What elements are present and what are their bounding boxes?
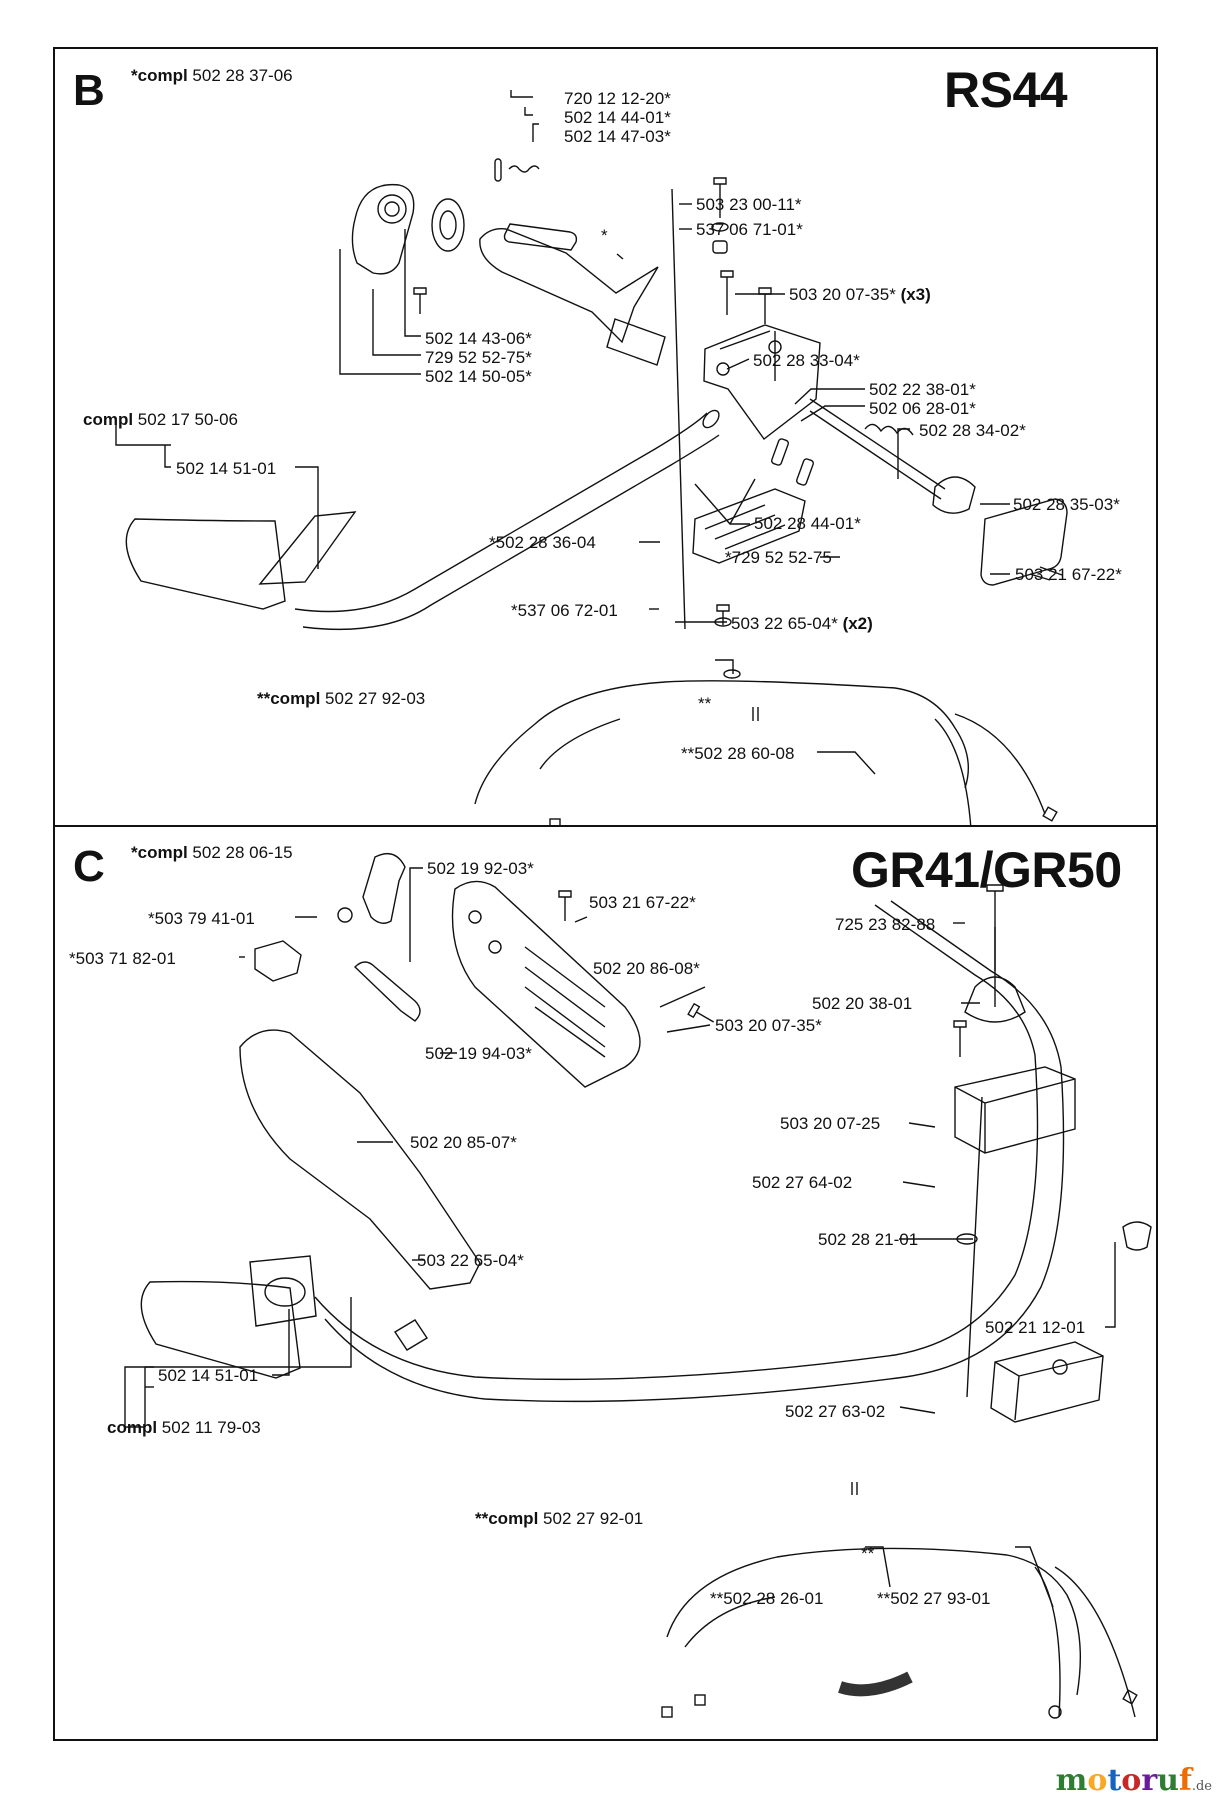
label-502-20-85-07: 502 20 85-07*: [410, 1133, 517, 1152]
panel-b-handle-assembly: compl 502 17 50-06: [83, 411, 238, 428]
label-503-20-07-25: 503 20 07-25: [780, 1114, 881, 1133]
label-502-28-26-01: **502 28 26-01: [710, 1589, 824, 1608]
wm-letter-o2: o: [1121, 1763, 1142, 1798]
label-503-21-67-22-b: 503 21 67-22*: [1015, 565, 1122, 584]
label-502-14-50-05: 502 14 50-05*: [425, 367, 532, 386]
panel-b-cable-assembly-prefix: **compl: [257, 689, 321, 708]
panel-b-illustration: [115, 90, 1068, 827]
motoruf-watermark-logo: motoruf.de: [1056, 1766, 1212, 1796]
label-502-28-36-04: *502 28 36-04: [489, 533, 596, 552]
label-star-c: **: [861, 1544, 875, 1563]
label-502-14-43-06: 502 14 43-06*: [425, 329, 532, 348]
label-502-27-63-02: 502 27 63-02: [785, 1402, 886, 1421]
label-502-21-12-01: 502 21 12-01: [985, 1318, 1086, 1337]
panel-c-handle-assembly-number: 502 11 79-03: [161, 1418, 261, 1437]
label-502-28-60-08: **502 28 60-08: [681, 744, 795, 763]
wm-letter-r: r: [1141, 1763, 1158, 1798]
label-725-23-82-88: 725 23 82-88: [835, 915, 936, 934]
wm-letter-u: u: [1157, 1763, 1179, 1798]
panel-c-letter: C: [73, 842, 105, 891]
wm-letter-o: o: [1087, 1763, 1108, 1798]
panel-b-assembly-number: 502 28 37-06: [192, 66, 293, 85]
panel-b-cable-assembly-number: 502 27 92-03: [325, 689, 426, 708]
panel-b-model: RS44: [944, 62, 1068, 118]
label-502-22-38-01: 502 22 38-01*: [869, 380, 976, 399]
panel-c-cable-assembly-prefix: **compl: [475, 1509, 539, 1528]
label-star-b: **: [698, 694, 712, 713]
label-503-71-82-01: *503 71 82-01: [69, 949, 176, 968]
label-503-23-00-11: 503 23 00-11*: [696, 195, 802, 214]
label-502-28-33-04: 502 28 33-04*: [753, 351, 860, 370]
label-503-20-07-35: 503 20 07-35* (x3): [789, 286, 931, 303]
label-503-22-65-04-c: 503 22 65-04*: [417, 1251, 524, 1270]
panel-c-gr41-gr50: C GR41/GR50 *compl 502 28 06-15 502 19 9…: [53, 825, 1158, 1741]
label-503-79-41-01: *503 79 41-01: [148, 909, 255, 928]
label-grip-star: *: [601, 226, 608, 245]
label-502-06-28-01: 502 06 28-01*: [869, 399, 976, 418]
label-720-12-12-20: 720 12 12-20*: [564, 89, 671, 108]
panel-c-assembly: *compl 502 28 06-15: [131, 844, 293, 861]
wm-letter-t: t: [1107, 1763, 1122, 1798]
label-502-14-51-01-c: 502 14 51-01: [158, 1366, 259, 1385]
label-503-21-67-22-c: 503 21 67-22*: [589, 893, 696, 912]
label-503-22-65-04-b: 503 22 65-04* (x2): [731, 615, 873, 632]
label-502-14-51-01-b: 502 14 51-01: [176, 459, 277, 478]
panel-b-assembly: *compl 502 28 37-06: [131, 67, 293, 84]
label-502-19-92-03: 502 19 92-03*: [427, 859, 534, 878]
label-502-14-44-01: 502 14 44-01*: [564, 108, 671, 127]
label-502-27-93-01: **502 27 93-01: [877, 1589, 991, 1608]
label-503-20-07-35-number: 503 20 07-35*: [789, 285, 896, 304]
panel-c-assembly-number: 502 28 06-15: [192, 843, 293, 862]
label-537-06-71-01: 537 06 71-01*: [696, 220, 803, 239]
panel-b-handle-assembly-number: 502 17 50-06: [137, 410, 238, 429]
label-502-28-35-03: 502 28 35-03*: [1013, 495, 1120, 514]
panel-b-assembly-prefix: *compl: [131, 66, 188, 85]
label-503-20-07-35-qty: (x3): [900, 285, 931, 304]
panel-b-rs44: B RS44 *compl 502 28 37-06 720 12 12-20*…: [53, 47, 1158, 829]
wm-letter-f: f: [1178, 1763, 1192, 1798]
wm-tld: .de: [1191, 1779, 1212, 1794]
label-503-22-65-04-b-number: 503 22 65-04*: [731, 614, 838, 633]
panel-b-letter: B: [73, 66, 105, 115]
panel-c-handle-assembly: compl 502 11 79-03: [107, 1419, 261, 1436]
panel-c-assembly-prefix: *compl: [131, 843, 188, 862]
panel-b-handle-assembly-prefix: compl: [83, 410, 134, 429]
label-503-20-07-35-c: 503 20 07-35*: [715, 1016, 822, 1035]
label-502-19-94-03: 502 19 94-03*: [425, 1044, 532, 1063]
label-502-28-34-02: 502 28 34-02*: [919, 421, 1026, 440]
panel-c-cable-assembly: **compl 502 27 92-01: [475, 1510, 643, 1527]
panel-b-cable-assembly: **compl 502 27 92-03: [257, 690, 425, 707]
panel-c-illustration: [124, 853, 1152, 1719]
label-502-28-44-01: 502 28 44-01*: [754, 514, 861, 533]
label-502-14-47-03: 502 14 47-03*: [564, 127, 671, 146]
panel-c-handle-assembly-prefix: compl: [107, 1418, 158, 1437]
wm-letter-m: m: [1055, 1763, 1088, 1798]
panel-c-model: GR41/GR50: [851, 842, 1122, 898]
label-502-28-21-01: 502 28 21-01: [818, 1230, 919, 1249]
panel-c-cable-assembly-number: 502 27 92-01: [543, 1509, 644, 1528]
label-502-27-64-02: 502 27 64-02: [752, 1173, 853, 1192]
label-502-20-38-01: 502 20 38-01: [812, 994, 913, 1013]
label-503-22-65-04-b-qty: (x2): [842, 614, 873, 633]
label-729-52-52-75: 729 52 52-75*: [425, 348, 532, 367]
label-729-52-52-75-b: *729 52 52-75: [725, 548, 832, 567]
label-537-06-72-01: *537 06 72-01: [511, 601, 618, 620]
label-502-20-86-08: 502 20 86-08*: [593, 959, 700, 978]
